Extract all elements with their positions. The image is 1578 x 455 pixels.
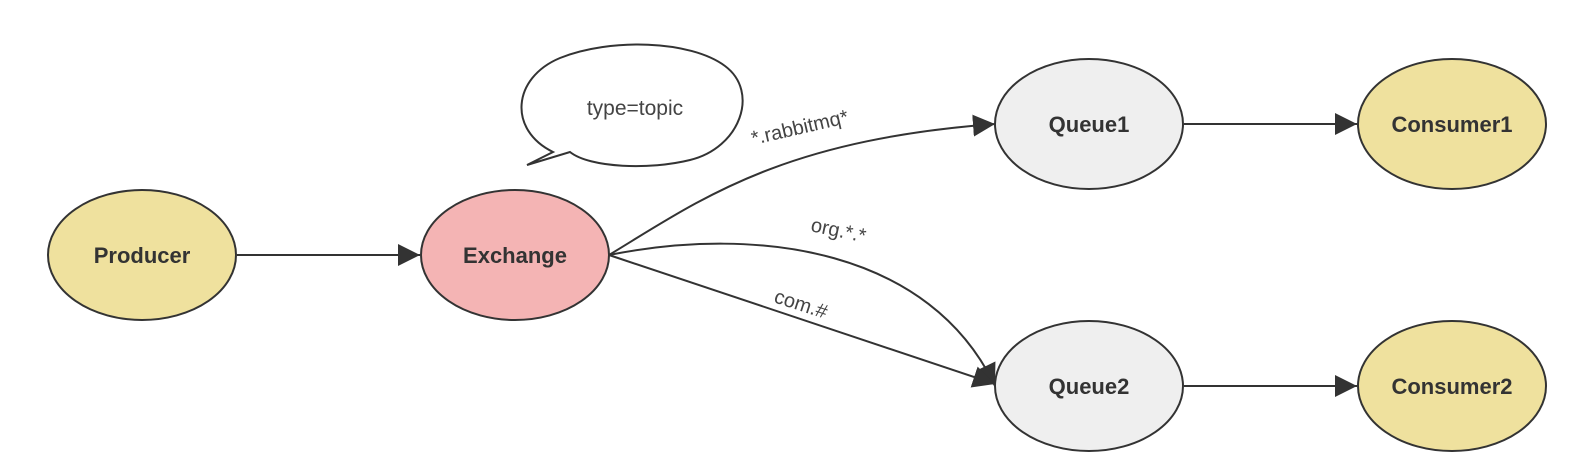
consumer1-label: Consumer1 bbox=[1391, 112, 1512, 137]
routing-key-queue2-curve-label: org.*.* bbox=[809, 214, 868, 247]
callout-text: type=topic bbox=[587, 97, 683, 120]
producer-node: Producer bbox=[47, 189, 237, 321]
consumer1-node: Consumer1 bbox=[1357, 58, 1547, 190]
edge-exchange-queue1 bbox=[608, 114, 996, 256]
queue1-label: Queue1 bbox=[1049, 112, 1130, 137]
routing-key-queue1-label: *.rabbitmq* bbox=[749, 106, 851, 150]
consumer2-node: Consumer2 bbox=[1357, 320, 1547, 452]
queue2-ellipse bbox=[994, 320, 1184, 452]
consumer1-ellipse bbox=[1357, 58, 1547, 190]
exchange-type-callout: type=topic bbox=[520, 43, 744, 168]
exchange-label: Exchange bbox=[463, 243, 567, 268]
queue1-node: Queue1 bbox=[994, 58, 1184, 190]
routing-key-queue2-straight-label: com.# bbox=[771, 286, 830, 324]
producer-ellipse bbox=[47, 189, 237, 321]
queue1-ellipse bbox=[994, 58, 1184, 190]
exchange-ellipse bbox=[420, 189, 610, 321]
consumer2-ellipse bbox=[1357, 320, 1547, 452]
producer-label: Producer bbox=[94, 243, 191, 268]
edge-exchange-queue2-curve bbox=[608, 242, 996, 387]
consumer2-label: Consumer2 bbox=[1391, 374, 1512, 399]
exchange-node: Exchange bbox=[420, 189, 610, 321]
callout-bubble bbox=[520, 43, 744, 168]
queue2-node: Queue2 bbox=[994, 320, 1184, 452]
edge-exchange-queue2-straight bbox=[608, 254, 996, 388]
queue2-label: Queue2 bbox=[1049, 374, 1130, 399]
